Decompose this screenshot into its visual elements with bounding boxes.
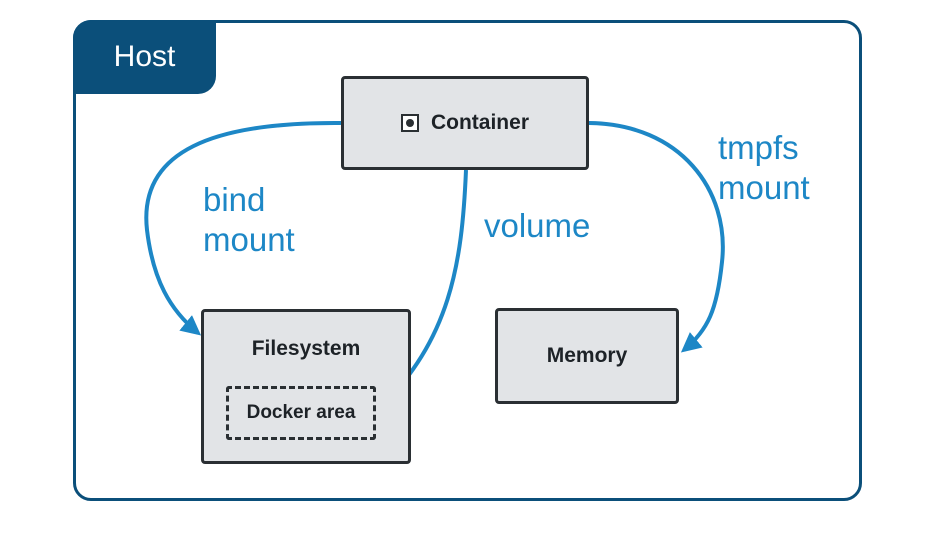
memory-box: Memory [495, 308, 679, 404]
host-label: Host [73, 20, 216, 94]
docker-area-label: Docker area [246, 402, 356, 423]
bind-mount-arrow [144, 120, 342, 336]
bind-mount-label-line1: bind [203, 181, 266, 218]
host-frame [73, 20, 862, 501]
volume-label: volume [484, 206, 590, 246]
container-label: Container [430, 111, 529, 134]
docker-area-box: Docker area [226, 386, 376, 440]
tmpfs-mount-label-line1: tmpfs [718, 129, 799, 166]
tmpfs-mount-label: tmpfs mount [718, 128, 810, 208]
filesystem-box: Filesystem Docker area [201, 309, 411, 464]
filesystem-label: Filesystem [251, 337, 361, 360]
container-icon [400, 114, 419, 132]
tmpfs-mount-label-line2: mount [718, 169, 810, 206]
bind-mount-label: bind mount [203, 180, 295, 260]
memory-label: Memory [546, 344, 628, 367]
bind-mount-label-line2: mount [203, 221, 295, 258]
container-box: Container [341, 76, 589, 170]
tmpfs-mount-arrow [588, 121, 725, 353]
volume-label-line1: volume [484, 207, 591, 244]
